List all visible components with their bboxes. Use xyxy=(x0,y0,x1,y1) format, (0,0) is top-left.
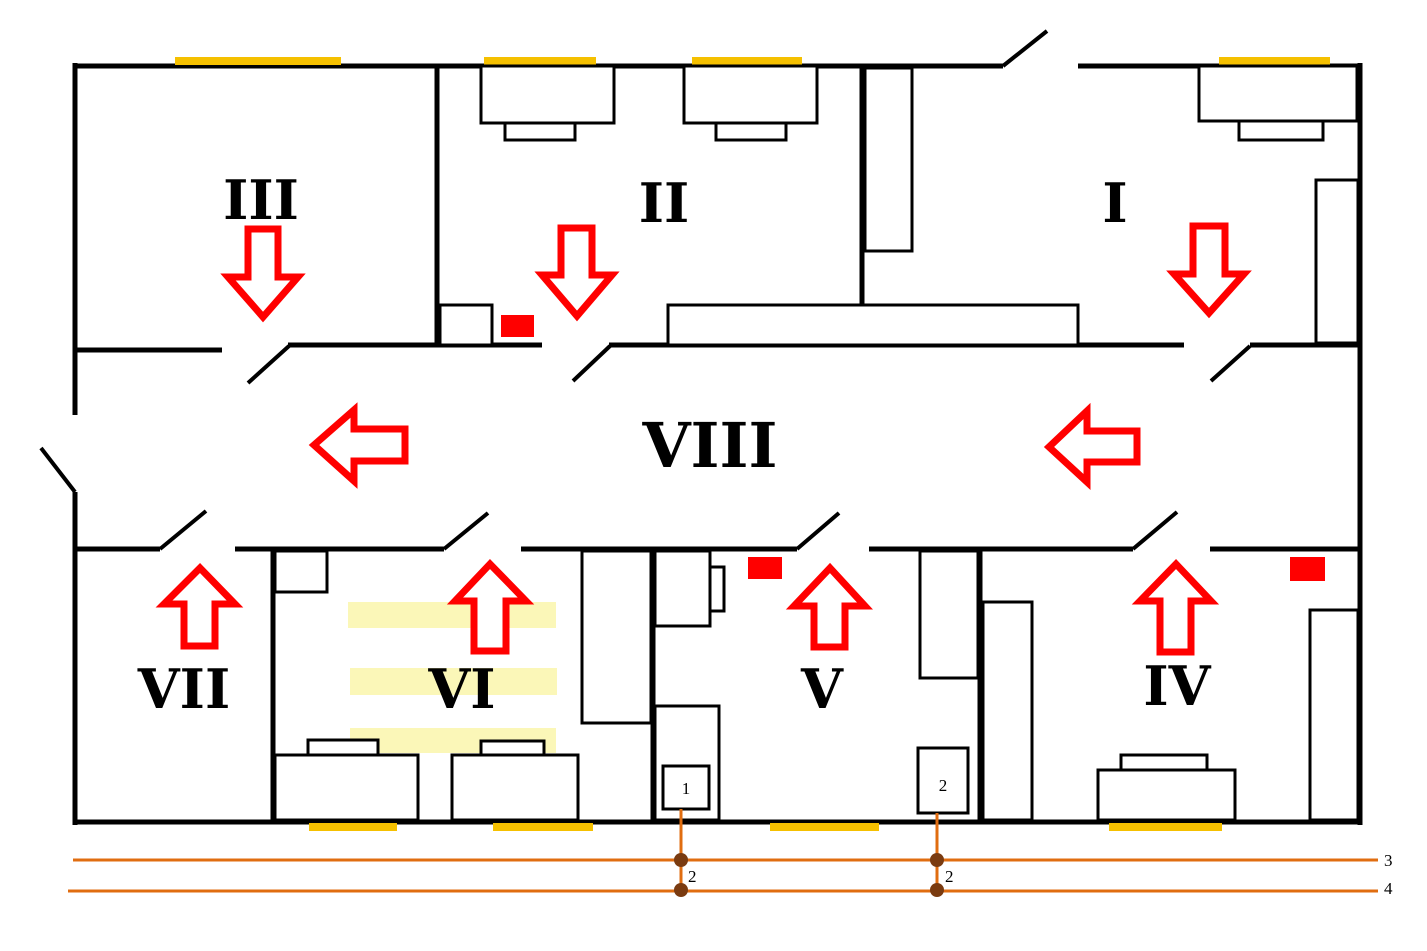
node-label: 2 xyxy=(945,867,954,886)
door-room3 xyxy=(246,344,291,385)
chair xyxy=(1237,119,1325,142)
desk xyxy=(450,753,580,822)
desk xyxy=(1197,64,1359,123)
evacuation-arrows xyxy=(155,222,1252,656)
desk xyxy=(682,64,819,125)
chair xyxy=(306,738,380,757)
alarm-marker xyxy=(1290,557,1325,581)
arrow-down-icon xyxy=(220,225,306,323)
windows xyxy=(175,57,1330,831)
cabinet xyxy=(273,549,329,594)
arrow-up-icon xyxy=(1131,558,1220,656)
pipe-node xyxy=(674,883,688,897)
utility-pipes: 2 2 3 4 xyxy=(68,809,1393,898)
arrow-up-icon xyxy=(155,563,244,650)
pipe-node xyxy=(930,853,944,867)
room-label-viii: VIII xyxy=(641,409,777,482)
shelf xyxy=(1308,608,1360,822)
door-room6 xyxy=(442,511,490,551)
room-label-ii: II xyxy=(639,171,690,235)
meter-label: 2 xyxy=(939,776,948,795)
room-label-vi: VI xyxy=(427,657,495,721)
cabinet-handle xyxy=(708,565,726,613)
door-room5 xyxy=(795,511,841,551)
meter-box xyxy=(916,746,970,815)
room-label-i: I xyxy=(1102,171,1127,235)
pipe-label: 4 xyxy=(1384,879,1393,898)
pipe-node xyxy=(674,853,688,867)
door-exit-left xyxy=(39,446,77,494)
alarm-marker xyxy=(748,557,782,579)
room-label-v: V xyxy=(800,657,844,721)
arrow-up-icon xyxy=(785,562,873,651)
wardrobe xyxy=(981,600,1034,822)
desk xyxy=(1096,768,1237,822)
shelf xyxy=(1314,178,1360,345)
door-entrance-top xyxy=(1001,29,1049,68)
room-label-iv: IV xyxy=(1143,654,1211,718)
door-room7 xyxy=(158,509,208,551)
door-room2 xyxy=(571,344,612,383)
chair xyxy=(503,121,577,142)
walls xyxy=(72,63,1363,825)
arrow-left-icon xyxy=(308,402,409,489)
room-label-vii: VII xyxy=(137,657,230,721)
chair xyxy=(1119,753,1209,772)
desk xyxy=(273,753,420,822)
pipe-node xyxy=(930,883,944,897)
room-label-iii: III xyxy=(223,168,299,232)
furniture xyxy=(273,64,1360,822)
desk xyxy=(479,64,616,125)
meter-label: 1 xyxy=(682,779,691,798)
arrow-down-icon xyxy=(1166,222,1252,319)
highlight-bar xyxy=(350,668,557,695)
arrow-down-icon xyxy=(534,224,620,322)
counter xyxy=(666,303,1080,347)
chair xyxy=(479,739,546,757)
cabinet xyxy=(438,303,494,347)
door-room4 xyxy=(1131,510,1179,551)
wardrobe xyxy=(863,66,914,253)
meter-box xyxy=(661,764,711,811)
meters: 1 2 xyxy=(661,746,970,815)
highlight-bar xyxy=(348,602,556,628)
cabinet xyxy=(653,549,712,628)
wardrobe xyxy=(918,549,980,680)
chair xyxy=(714,121,788,142)
wardrobe xyxy=(580,549,653,725)
node-label: 2 xyxy=(688,867,697,886)
alarm-marker xyxy=(501,315,534,337)
arrow-left-icon xyxy=(1043,402,1141,490)
doors xyxy=(39,29,1252,551)
door-room1 xyxy=(1209,344,1252,383)
room-labels: I II III IV V VI VII VIII xyxy=(137,168,1212,721)
arrow-up-icon xyxy=(446,558,535,655)
pipe-label: 3 xyxy=(1384,851,1393,870)
alarm-markers xyxy=(501,315,1325,581)
